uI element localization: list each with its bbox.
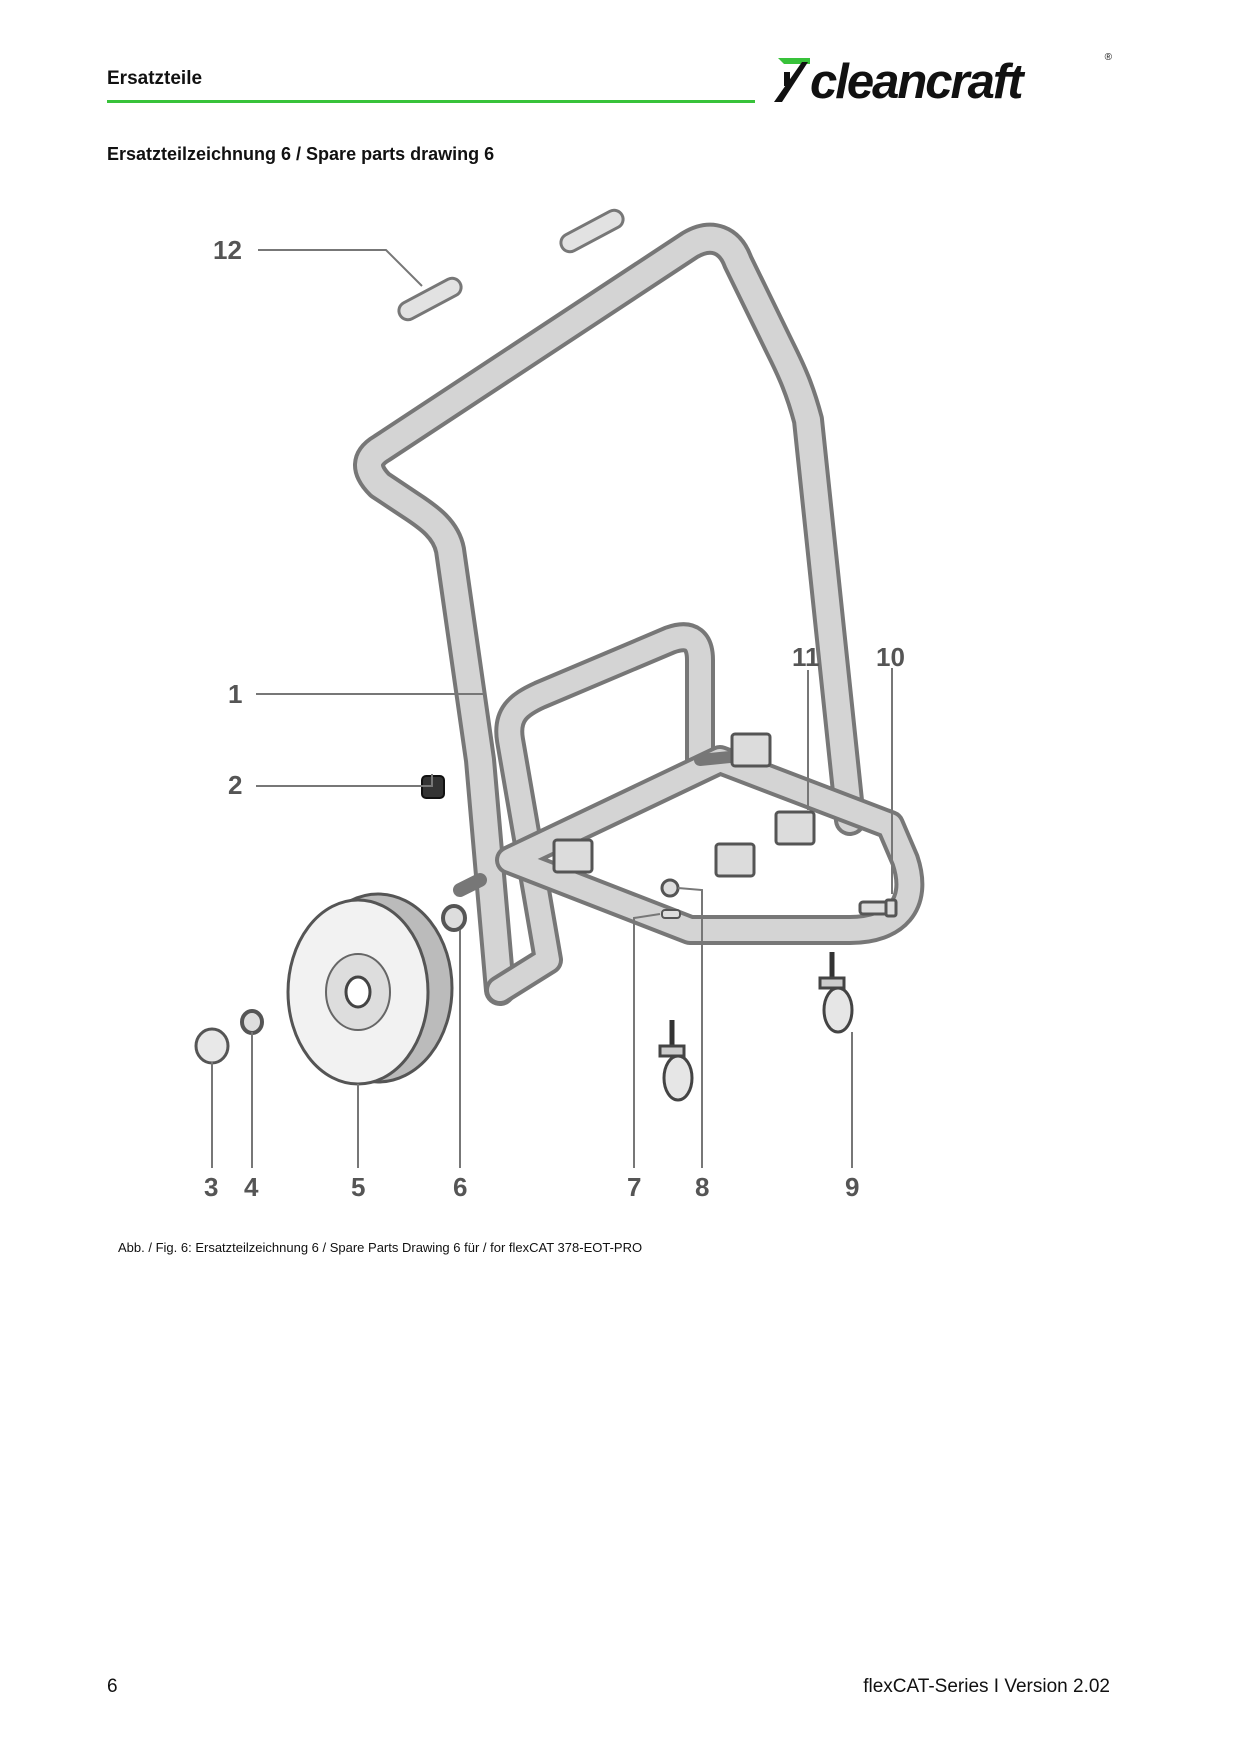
header-rule xyxy=(107,100,755,103)
leader-lines xyxy=(211,249,893,1168)
callout-7: 7 xyxy=(627,1172,641,1200)
part-6-washer xyxy=(441,904,467,932)
logo-wordmark: cleancraft xyxy=(810,55,1024,109)
page-number: 6 xyxy=(107,1676,118,1697)
section-title: Ersatzteilzeichnung 6 / Spare parts draw… xyxy=(107,144,495,164)
callout-4: 4 xyxy=(244,1172,259,1200)
callout-5: 5 xyxy=(351,1172,365,1200)
logo-mark-icon xyxy=(774,58,810,102)
part-1-frame xyxy=(353,222,925,1006)
part-5-wheel xyxy=(286,892,454,1086)
callout-11: 11 xyxy=(792,642,820,672)
callout-9: 9 xyxy=(845,1172,859,1200)
part-9-castors xyxy=(658,952,854,1102)
part-10-bolt xyxy=(858,898,898,918)
callout-2: 2 xyxy=(228,770,242,800)
part-4-nut xyxy=(240,1009,264,1035)
callout-8: 8 xyxy=(695,1172,709,1200)
callout-6: 6 xyxy=(453,1172,467,1200)
part-12-roll-pins xyxy=(397,208,625,322)
part-3-hub-cap xyxy=(194,1027,230,1065)
spare-parts-drawing: 12 1 2 11 10 3 4 5 6 7 8 9 xyxy=(194,208,925,1200)
series-version: flexCAT-Series I Version 2.02 xyxy=(863,1676,1110,1697)
part-11-brackets xyxy=(552,732,816,878)
callout-10: 10 xyxy=(876,642,905,672)
page-header-title: Ersatzteile xyxy=(107,68,203,89)
cleancraft-logo: cleancraft ® xyxy=(772,50,1112,109)
part-8-cap xyxy=(660,878,680,898)
part-7-screw xyxy=(661,909,681,919)
callout-1: 1 xyxy=(228,679,242,709)
callout-3: 3 xyxy=(204,1172,218,1200)
figure-caption: Abb. / Fig. 6: Ersatzteilzeichnung 6 / S… xyxy=(118,1240,643,1255)
logo-registered-mark: ® xyxy=(1104,52,1112,63)
callout-12: 12 xyxy=(213,235,242,265)
